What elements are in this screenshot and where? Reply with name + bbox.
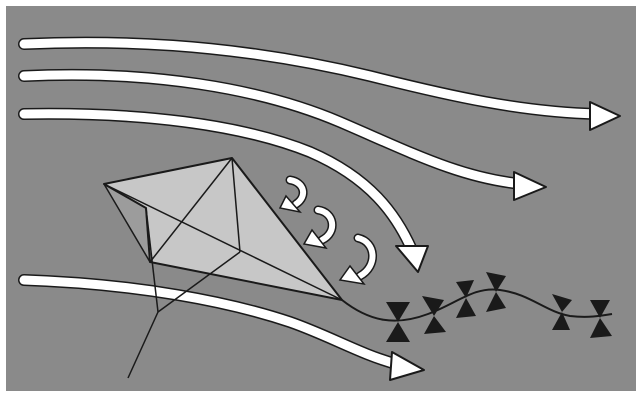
- kite-airflow-diagram: [0, 0, 642, 397]
- diagram-canvas: [0, 0, 642, 397]
